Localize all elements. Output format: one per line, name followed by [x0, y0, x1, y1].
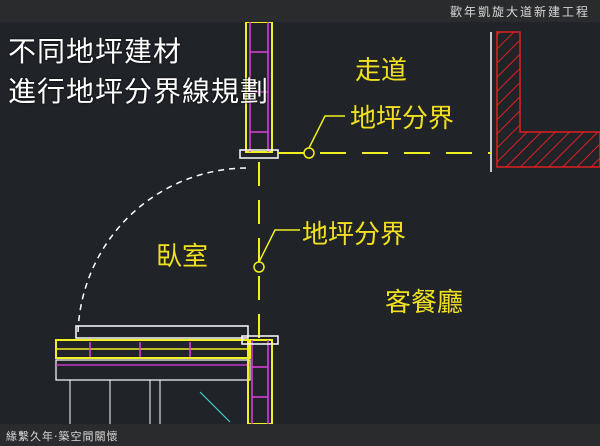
- caption-line-1: 不同地坪建材: [8, 35, 183, 68]
- hatched-wall: [490, 31, 600, 172]
- caption-line-2: 進行地坪分界線規劃: [8, 75, 270, 108]
- upper-wall: [239, 22, 279, 159]
- cad-drawing-area: 走道 地坪分界 地坪分界 臥室 客餐廳 不同地坪建材 進行地坪分界線規劃: [0, 22, 600, 424]
- boundary-line-vertical: [253, 162, 300, 340]
- floor-boundary-label-top: 地坪分界: [350, 104, 455, 134]
- floor-plan-drawing: [55, 22, 600, 424]
- floor-boundary-label-mid: 地坪分界: [302, 220, 407, 250]
- boundary-line-horizontal: [278, 115, 491, 159]
- corridor-label: 走道: [355, 56, 408, 86]
- living-dining-label: 客餐廳: [385, 288, 464, 318]
- lower-vertical-wall: [241, 335, 279, 424]
- project-title: 歡年凱旋大道新建工程: [449, 5, 590, 19]
- footer-bar: 緣繫久年‧築空間關懷: [0, 424, 600, 446]
- footer-text: 緣繫久年‧築空間關懷: [6, 430, 119, 443]
- overlay-caption: 不同地坪建材 進行地坪分界線規劃: [8, 32, 269, 112]
- title-bar: 歡年凱旋大道新建工程: [0, 0, 600, 22]
- lower-wall: [55, 339, 251, 424]
- door-swing: [75, 167, 249, 339]
- bedroom-label: 臥室: [156, 242, 209, 272]
